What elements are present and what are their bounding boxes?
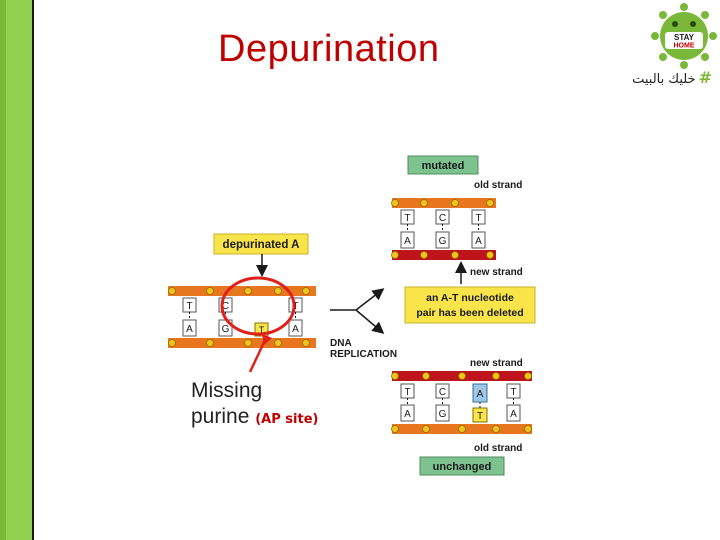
ap-site-pointer [248, 337, 268, 373]
dna-replication-line1: DNA [330, 338, 352, 349]
mut-base-bottom-2-letter: G [439, 236, 447, 247]
hashtag-text: خليك بالبيت [632, 72, 696, 87]
slide-title: Depurination [218, 28, 440, 70]
home-text: HOME [674, 43, 695, 50]
unch-base-bottom-2 [435, 404, 450, 422]
deletion-note-box [404, 286, 536, 324]
left-accent-bar [0, 0, 34, 540]
missing-caption-line1: Missing [191, 379, 263, 402]
depurinated-label: depurinated A [223, 239, 300, 251]
ap-site-pointer-head [262, 334, 272, 345]
orig-base-bottom-1 [182, 319, 197, 337]
orig-base-top-1-letter: T [186, 301, 192, 312]
mutated-old-strand-label: old strand [474, 180, 522, 191]
replication-arrow-up [330, 288, 385, 311]
replication-arrow-down [355, 309, 385, 334]
unch-base-bottom-1 [400, 404, 415, 422]
original-bottom-strand [168, 338, 316, 348]
mutated-dna-duplex: T A C G T A [391, 198, 496, 260]
mut-base-bottom-1 [400, 231, 415, 249]
mutated-label: mutated [422, 160, 465, 172]
mut-base-bottom-2 [435, 231, 450, 249]
unchanged-label: unchanged [433, 461, 492, 473]
mut-base-bottom-1-letter: A [404, 236, 411, 247]
original-top-strand [168, 286, 316, 296]
mut-base-top-3-letter: T [475, 213, 481, 224]
unch-base-top-3-letter: A [477, 389, 484, 400]
mutated-new-strand-label: new strand [470, 267, 523, 278]
hashtag-label: #خليك بالبيت [632, 68, 712, 87]
mutated-old-strand [392, 198, 496, 208]
unchanged-dna-duplex: T A C G A T T A [391, 371, 532, 434]
unchanged-label-box [419, 456, 505, 476]
unch-base-bottom-1-letter: A [404, 409, 411, 420]
orig-base-bottom-1-letter: A [186, 324, 193, 335]
missing-purine-caption: Missing purine (AP site) [191, 378, 318, 433]
orig-base-top-4-letter: T [292, 301, 298, 312]
original-dna-duplex: T A C G T T A [168, 286, 316, 348]
mut-base-bottom-3-letter: A [475, 236, 482, 247]
depurinated-label-box [213, 233, 309, 255]
orig-base-top-2-letter: C [222, 301, 229, 312]
stay-home-virus-icon: STAY HOME [651, 3, 717, 69]
deletion-note-line1: an A-T nucleotide [426, 292, 514, 304]
deletion-note-line2: pair has been deleted [416, 307, 523, 319]
virus-eye-right-icon [690, 21, 696, 27]
mut-base-top-1-letter: T [404, 213, 410, 224]
mut-base-bottom-3 [471, 231, 486, 249]
orig-base-bottom-4 [288, 319, 303, 337]
stay-home-plate [665, 32, 703, 49]
hash-symbol: # [698, 68, 712, 87]
missing-caption-line2: purine (AP site) [191, 404, 318, 433]
unchanged-new-strand-label: new strand [470, 358, 523, 369]
unch-base-bottom-2-letter: G [439, 409, 447, 420]
ap-site-highlight-ring [220, 276, 296, 336]
unch-base-top-4-letter: T [510, 387, 516, 398]
unch-base-bottom-3-letter: T [477, 411, 483, 422]
depurination-diagram: depurinated A T A C G T T A DNA REPLICAT… [168, 155, 536, 476]
stay-text: STAY [674, 33, 695, 42]
unchanged-old-strand-label: old strand [474, 443, 522, 454]
unch-base-top-1-letter: T [404, 387, 410, 398]
unch-base-top-2-letter: C [439, 387, 446, 398]
ap-site-note: (AP site) [255, 412, 319, 427]
mut-base-top-2-letter: C [439, 213, 446, 224]
orig-base-bottom-2-letter: G [222, 324, 230, 335]
left-accent-edge [0, 0, 6, 540]
orig-base-bottom-3-letter: T [259, 325, 265, 335]
mutated-new-strand [392, 250, 496, 260]
orig-base-bottom-4-letter: A [292, 324, 299, 335]
unch-base-bottom-4 [506, 404, 521, 422]
virus-eye-left-icon [672, 21, 678, 27]
unch-base-bottom-4-letter: A [510, 409, 517, 420]
missing-caption-purine: purine [191, 405, 250, 428]
mutated-label-box [407, 155, 479, 175]
dna-replication-line2: REPLICATION [330, 349, 397, 360]
